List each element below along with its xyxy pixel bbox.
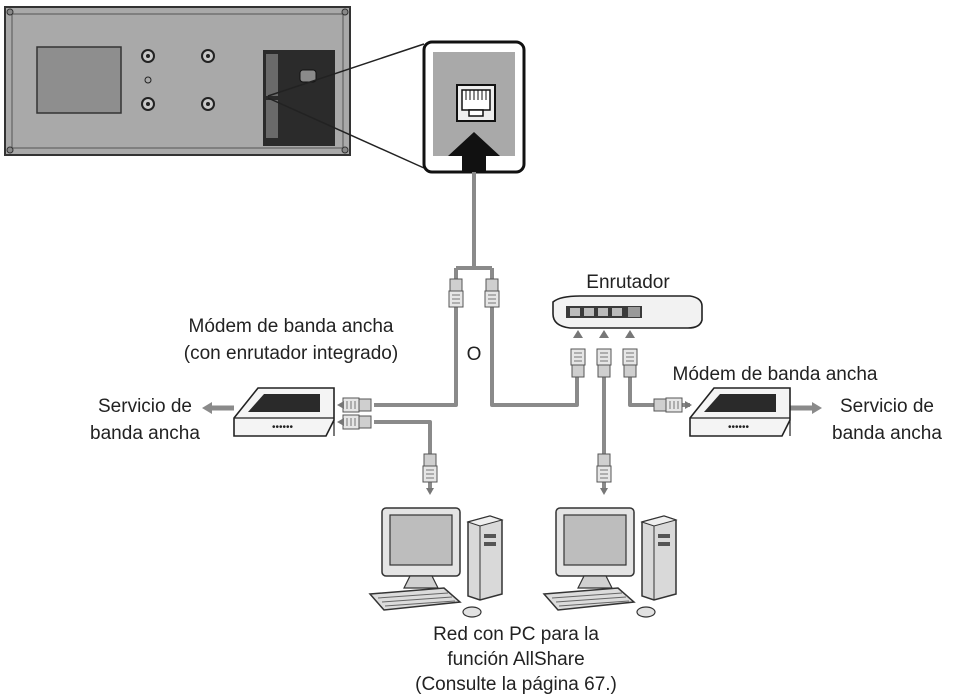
modem-integrated-label-line1: Módem de banda ancha [189, 316, 394, 337]
or-label: O [467, 344, 482, 365]
service-right-label-line1: Servicio de [840, 396, 934, 417]
rj45-connector-icon [337, 278, 692, 495]
svg-text:••••••: •••••• [272, 422, 294, 433]
device-rear-panel [4, 6, 351, 156]
svg-text:••••••: •••••• [728, 422, 750, 433]
service-right-label-line2: banda ancha [832, 423, 942, 444]
zoom-line-top [267, 43, 425, 97]
service-left-label-line1: Servicio de [98, 396, 192, 417]
pc-network-label-line1: Red con PC para la [433, 624, 599, 645]
pc-network-label-line3: (Consulte la página 67.) [415, 674, 617, 695]
lan-port-icon [422, 40, 526, 174]
service-left-label-line2: banda ancha [90, 423, 200, 444]
zoom-line-bottom [267, 97, 425, 169]
modem-icon: •••••• [689, 387, 791, 437]
pc-network-label-line2: función AllShare [447, 649, 584, 670]
modem-right-label: Módem de banda ancha [673, 364, 878, 385]
router-label: Enrutador [586, 272, 670, 293]
modem-integrated-label-line2: (con enrutador integrado) [184, 343, 398, 364]
up-arrow-icon [448, 132, 500, 172]
pc-icon [543, 507, 677, 618]
modem-integrated-icon: •••••• [233, 387, 335, 437]
router-icon [552, 295, 703, 329]
pc-icon [369, 507, 503, 618]
